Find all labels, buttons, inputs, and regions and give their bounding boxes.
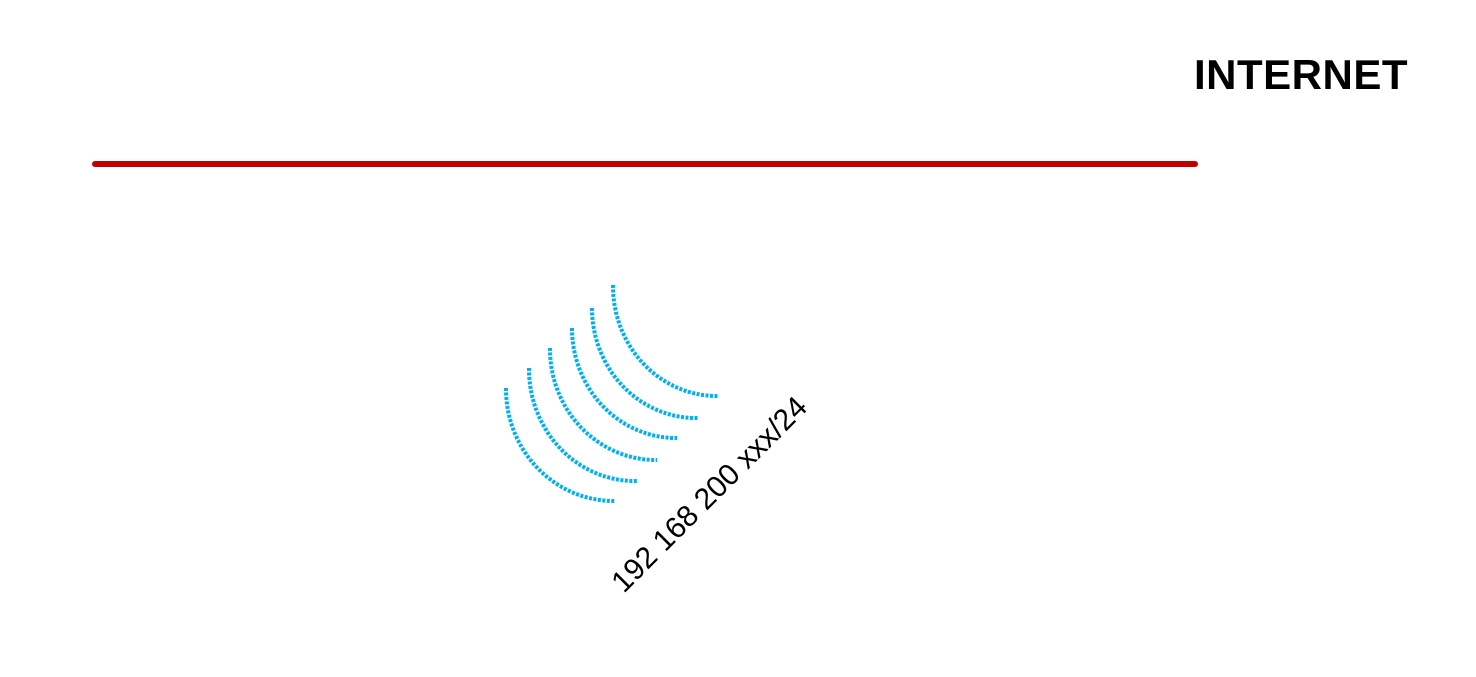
wifi-arc-2 <box>526 367 638 484</box>
wifi-arc-6 <box>610 284 720 399</box>
wifi-signal-icon <box>503 284 720 504</box>
internet-label: INTERNET <box>1194 51 1408 98</box>
internet-line <box>92 161 1198 167</box>
wifi-arc-1 <box>503 387 616 504</box>
wifi-arc-3 <box>547 347 658 463</box>
wifi-arc-5 <box>590 307 699 421</box>
wifi-arc-4 <box>570 327 678 441</box>
